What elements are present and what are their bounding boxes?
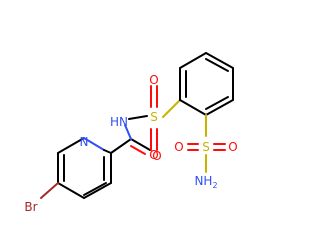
sulfonamide-right-oxygen-label: O — [228, 140, 237, 154]
sulfonyl-bottom-oxygen-label: O — [149, 148, 158, 162]
sulfonamide-left-oxygen-label: O — [174, 140, 183, 154]
bromine-atom-label: Br — [24, 200, 37, 214]
sulfonamide-nh2-label: NH2 — [194, 174, 217, 190]
pyridine-bond — [83, 182, 112, 199]
benzene-double-bond — [205, 58, 229, 72]
sulfonamide-nh-text: NH — [194, 174, 212, 188]
amide-bond — [110, 138, 132, 154]
pyridine-bond — [57, 137, 85, 154]
sulfonyl-top-oxygen-label: O — [149, 73, 158, 87]
sulfonyl-aryl-bond — [162, 99, 181, 118]
pyridine-bond — [57, 182, 85, 199]
bromo-bond — [40, 182, 59, 199]
sulfonamide-subscript-2: 2 — [212, 181, 217, 190]
carbonyl-double-bond — [130, 145, 146, 155]
benzene-double-bond — [205, 96, 229, 110]
benzene-bond — [179, 99, 207, 116]
bond-group — [40, 52, 234, 199]
carbonyl-bond — [130, 138, 151, 151]
molecule-canvas: Br N O HN S O O S O O NH2 — [24, 52, 238, 214]
pyridine-bond — [103, 149, 112, 154]
amide-bond — [124, 124, 132, 140]
amide-nh-label: HN — [110, 115, 128, 129]
pyridine-bond — [83, 137, 105, 151]
sulfonyl-bond — [128, 115, 148, 120]
sulfonyl-sulfur-label: S — [150, 110, 158, 124]
pyridine-double-bond — [83, 182, 107, 196]
benzene-bond — [205, 52, 234, 69]
carbonyl-oxygen-label: O — [152, 149, 161, 163]
atom-label-group: Br N O HN S O O S O O NH2 — [24, 73, 237, 214]
benzene-bond — [179, 52, 207, 69]
structure-diagram: Br N O HN S O O S O O NH2 — [24, 52, 238, 214]
sulfonamide-sulfur-label: S — [202, 140, 210, 154]
pyridine-nitrogen-label: N — [80, 135, 89, 149]
benzene-bond — [205, 99, 234, 116]
